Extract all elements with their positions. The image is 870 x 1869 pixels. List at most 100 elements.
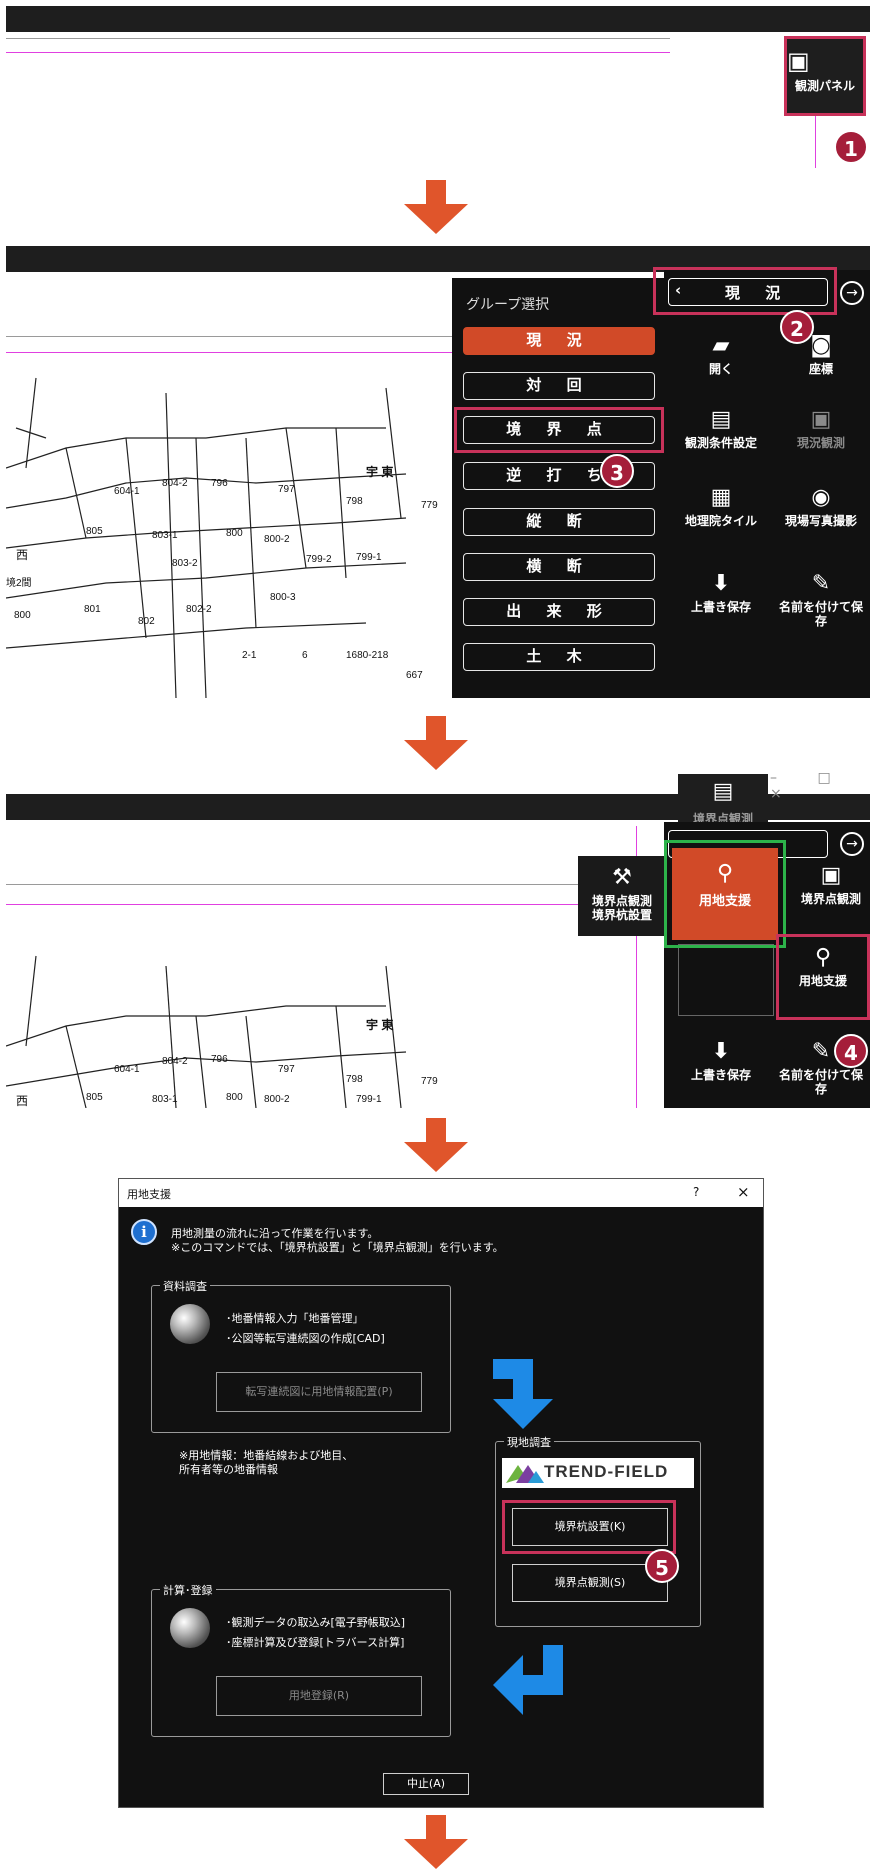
total-station-icon: ▣ — [820, 863, 842, 888]
camera-photo-icon: ◉ — [811, 485, 831, 510]
land-support-label: 用地支援 — [698, 894, 751, 909]
tool-gsi-tile[interactable]: ▦ 地理院タイル — [676, 486, 766, 529]
group-header-button[interactable]: ‹ 現 況 — [668, 278, 828, 306]
tool-save-as[interactable]: ✎ 名前を付けて保存 — [776, 571, 866, 629]
group-select-title: グループ選択 — [466, 297, 550, 313]
field-group: 現地調査 TREND-FIELD 境界杭設置(K) 境界点観測(S) — [495, 1434, 701, 1627]
document-chart-icon: ▤ — [712, 779, 734, 804]
tool-observation-settings[interactable]: ▤ 観測条件設定 — [676, 407, 766, 451]
app-title-bar-1 — [6, 6, 870, 32]
tool-site-photo[interactable]: ◉ 現場写真撮影 — [776, 485, 866, 529]
tool-save-as-label: 名前を付けて保存 — [778, 600, 863, 628]
tool-save-as-3[interactable]: ✎ 名前を付けて保存 — [776, 1040, 866, 1097]
field-group-title: 現地調査 — [504, 1434, 554, 1450]
group-civil[interactable]: 土 木 — [463, 643, 655, 671]
land-register-button[interactable]: 用地登録(R) — [216, 1676, 422, 1716]
land-support-dialog: 用地支援 ? × i 用地測量の流れに沿って作業を行います。 ※このコマンドでは… — [118, 1178, 764, 1808]
tool-observation-settings-label: 観測条件設定 — [684, 436, 757, 450]
save-icon: ⬇ — [711, 571, 731, 596]
group-as-built[interactable]: 出 来 形 — [463, 598, 655, 626]
survey-line-2: ･公図等転写連続図の作成[CAD] — [226, 1332, 385, 1345]
tool-site-photo-label: 現場写真撮影 — [784, 514, 857, 528]
stake-hammer-icon: ⚒ — [612, 865, 632, 890]
land-support-button[interactable]: ⚲ 用地支援 — [672, 848, 778, 940]
group-genkyo[interactable]: 現 況 — [463, 327, 655, 355]
cancel-button[interactable]: 中止(A) — [383, 1773, 469, 1795]
tool-land-support[interactable]: ⚲ 用地支援 — [778, 945, 868, 989]
tool-coordinate[interactable]: ◙ 座標 — [776, 334, 866, 377]
trend-field-logo: TREND-FIELD — [502, 1458, 694, 1488]
map-label-11: 799-2 — [306, 554, 332, 565]
boundary-stake-install-button[interactable]: 境界杭設置(K) — [512, 1508, 668, 1546]
observation-panel-label: 観測パネル — [794, 79, 855, 93]
cadastral-map-3: 宇 東 604-1 804-2 796 797 798 779 805 803-… — [6, 826, 662, 1108]
popup-boundary-stake[interactable]: ⚒ 境界点観測 境界杭設置 — [578, 856, 666, 936]
highlight-stake-install — [502, 1500, 676, 1554]
map-label-4: 797 — [278, 484, 295, 495]
info-icon: i — [131, 1219, 157, 1245]
map3-label-12: 西 — [16, 1094, 29, 1108]
empty-slot — [678, 944, 774, 1016]
help-icon[interactable]: ? — [693, 1185, 700, 1199]
group-cross-section[interactable]: 横 断 — [463, 553, 655, 581]
tool-boundary-observation[interactable]: ▣ 境界点観測 — [786, 863, 870, 907]
location-pin-icon: ⚲ — [814, 945, 832, 970]
group-taikai[interactable]: 対 回 — [463, 372, 655, 400]
map-label-17: 802-2 — [186, 604, 212, 615]
next-arrow-icon-3[interactable]: → — [840, 832, 864, 856]
flow-arrow-2-tip — [404, 740, 468, 770]
popup-left-label-2: 境界杭設置 — [591, 908, 652, 922]
map-label-9: 800 — [226, 528, 243, 539]
folder-icon: ▰ — [712, 333, 730, 358]
group-longitudinal[interactable]: 縦 断 — [463, 508, 655, 536]
tool-open-label: 開く — [708, 362, 733, 376]
survey-group: 資料調査 ･地番情報入力「地番管理」 ･公図等転写連続図の作成[CAD] 転写連… — [151, 1278, 451, 1433]
map-label-13: 803-2 — [172, 558, 198, 569]
map3-label-8: 803-1 — [152, 1094, 178, 1105]
flow-arrow-1-shaft — [426, 180, 446, 204]
boundary-line-1 — [6, 52, 670, 53]
group-boundary-point[interactable]: 境 界 点 — [463, 416, 655, 444]
flow-arrow-1-tip — [404, 204, 468, 234]
map3-label-0: 宇 東 — [366, 1018, 394, 1032]
flow-arrow-2-shaft — [426, 716, 446, 740]
map3-label-3: 796 — [211, 1054, 228, 1065]
intro-line-1: 用地測量の流れに沿って作業を行います。 — [171, 1227, 379, 1240]
close-icon[interactable]: × — [737, 1183, 750, 1201]
transfer-map-button[interactable]: 転写連続図に用地情報配置(P) — [216, 1372, 422, 1412]
tool-save-as-3-label: 名前を付けて保存 — [778, 1068, 863, 1096]
map-label-24: 境2間 — [6, 578, 32, 589]
flow-arrow-down-left-icon — [493, 1645, 563, 1715]
boundary-line-3 — [6, 904, 662, 905]
boundary-line-2 — [6, 352, 452, 353]
location-pin-icon: ⚲ — [716, 861, 734, 886]
boundary-point-observation-button[interactable]: 境界点観測(S) — [512, 1564, 668, 1602]
globe-icon — [170, 1304, 210, 1344]
map-label-7: 805 — [86, 526, 103, 537]
map-label-2: 804-2 — [162, 478, 188, 489]
tool-gsi-tile-label: 地理院タイル — [684, 514, 757, 528]
step-badge-1: 1 — [834, 130, 868, 164]
total-station-icon: ▣ — [810, 407, 832, 432]
tool-save-3[interactable]: ⬇ 上書き保存 — [676, 1040, 766, 1083]
calc-group: 計算･登録 ･観測データの取込み[電子野帳取込] ･座標計算及び登録[トラバース… — [151, 1582, 451, 1737]
workspace-border-2 — [6, 336, 452, 337]
step-badge-3: 3 — [600, 454, 634, 488]
map-label-18: 2-1 — [242, 650, 257, 661]
tool-panel-2 — [664, 270, 870, 698]
settings-document-icon: ▤ — [710, 407, 732, 432]
map-label-15: 801 — [84, 604, 101, 615]
save-as-icon: ✎ — [811, 571, 831, 596]
workspace-border-3 — [6, 884, 662, 885]
map-label-0: 宇 東 — [366, 465, 394, 479]
highlight-group-header — [653, 267, 837, 315]
step-badge-4: 4 — [834, 1034, 868, 1068]
next-arrow-icon[interactable]: → — [840, 281, 864, 305]
tool-save[interactable]: ⬇ 上書き保存 — [676, 571, 766, 615]
tool-current-observation[interactable]: ▣ 現況観測 — [776, 407, 866, 451]
flow-arrow-3-tip — [404, 1142, 468, 1172]
observation-panel-button[interactable]: ▣ 観測パネル — [784, 36, 866, 116]
total-station-icon: ▣ — [787, 47, 810, 75]
note-line-2: 所有者等の地番情報 — [179, 1463, 278, 1476]
tool-open[interactable]: ▰ 開く — [676, 333, 766, 377]
